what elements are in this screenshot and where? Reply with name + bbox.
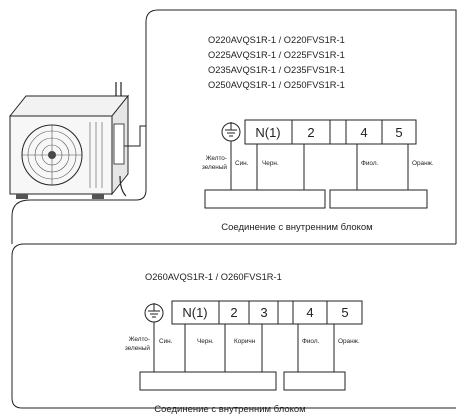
terminal-label: N(1) [255,125,280,140]
wires-bottom [153,322,335,372]
terminal-label: 5 [395,125,402,140]
wire-label: Коричн [234,338,256,345]
terminal-label: 4 [306,305,313,320]
outdoor-unit-icon [8,82,130,199]
indoor-connection-box [283,371,346,391]
bottom-frame [11,243,456,409]
wires-top [230,141,409,190]
ground-icon [221,122,241,142]
terminal-label: 2 [307,125,314,140]
frame-connector [11,170,147,244]
ground-icon [144,303,164,323]
wire-label: Син. [159,338,173,345]
wire-label: зеленый [125,344,151,352]
indoor-connection-box [139,371,277,391]
top-frame [145,9,457,244]
terminal-label: 2 [230,305,237,320]
wire-label: зеленый [202,163,228,171]
wire-label: Фиол. [361,160,379,167]
indoor-connection-box [329,189,428,209]
unit-cable [124,125,146,147]
wire-label: Оранж. [338,338,360,345]
model-line-4: O250AVQS1R-1 / O250FVS1R-1 [208,80,345,90]
model-line-bottom: O260AVQS1R-1 / O260FVS1R-1 [145,272,282,282]
terminal-label: 5 [341,305,348,320]
model-line-1: O220AVQS1R-1 / O220FVS1R-1 [208,35,345,45]
model-line-3: O235AVQS1R-1 / O235FVS1R-1 [208,65,345,75]
connection-caption: Соединение с внутренним блоком [154,404,305,415]
wire-label: Фиол. [302,338,320,345]
model-line-2: O225AVQS1R-1 / O225FVS1R-1 [208,50,345,60]
terminal-block-top [244,119,417,145]
wire-label: Оранж. [412,160,434,167]
terminal-block-bottom [171,300,363,325]
wire-label: Желто- [129,336,150,343]
wire-label: Желто- [206,155,227,162]
terminal-label: N(1) [182,305,207,320]
terminal-label: 3 [260,305,267,320]
indoor-connection-box [204,189,326,209]
terminal-label: 4 [360,125,367,140]
connection-caption: Соединение с внутренним блоком [221,222,372,233]
wire-label: Черн. [197,338,214,345]
wire-label: Син. [235,160,249,167]
wire-label: Черн. [262,160,279,167]
